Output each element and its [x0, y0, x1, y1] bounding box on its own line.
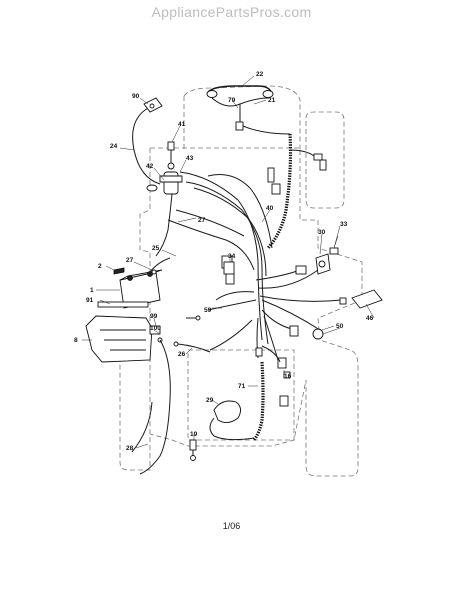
ignition-switch: [315, 235, 339, 275]
left-front-outline: [139, 148, 151, 300]
callout-8: 8: [74, 337, 78, 344]
right-side-plugs: [267, 149, 327, 195]
left-rear-outline: [119, 343, 151, 471]
callout-40: 40: [266, 205, 274, 212]
wire-26: [173, 341, 211, 353]
battery-strap-91: [97, 301, 149, 308]
seat-area-outline: [187, 349, 295, 441]
pto-switch: [223, 261, 235, 275]
battery-assembly: [85, 257, 201, 475]
callout-90: 90: [132, 93, 140, 100]
callout-2: 2: [98, 263, 102, 270]
relay-module-body: [351, 289, 383, 309]
callout-34: 34: [228, 253, 236, 260]
battery-cable-27: [149, 257, 171, 273]
fuse-41: [167, 141, 175, 151]
callout-28: 28: [126, 445, 134, 452]
seat-switch-body: [213, 400, 241, 423]
switch-50: [312, 327, 341, 340]
watermark: AppliancePartsPros.com: [151, 4, 312, 20]
callout-22: 22: [256, 71, 264, 78]
page-number: 1/06: [222, 521, 241, 531]
seat-switch: [209, 400, 255, 441]
headlight-connector: [235, 121, 244, 131]
callout-79: 79: [228, 97, 236, 104]
relay-module: [339, 289, 383, 319]
callout-26: 26: [178, 351, 186, 358]
callout-1: 1: [90, 287, 94, 294]
callout-25: 25: [152, 245, 160, 252]
frame-outline: [149, 147, 363, 477]
tractor-hood-outline: [183, 85, 301, 150]
right-front-wheel-outline: [305, 111, 345, 209]
harness-coil-71: [252, 361, 265, 441]
callout-21: 21: [268, 97, 276, 104]
battery-tray: [85, 315, 153, 363]
callout-27-upper: 27: [198, 217, 206, 224]
callouts: 22 79 21 90 41 24 42 43 40 27 25 33 30 2…: [74, 71, 374, 452]
leader-lines: [82, 75, 341, 449]
callout-91: 91: [86, 297, 94, 304]
harness-coil-40: [266, 133, 293, 250]
cable-24: [132, 107, 161, 185]
ground-cable-28: [131, 339, 171, 475]
callout-19: 19: [190, 431, 198, 438]
fuse-19: [189, 439, 197, 461]
callout-42: 42: [146, 163, 154, 170]
callout-46: 46: [366, 315, 374, 322]
callout-16: 16: [284, 373, 292, 380]
starter-solenoid: [132, 107, 183, 257]
cable-ring: [146, 184, 158, 192]
bracket-90: [143, 97, 163, 113]
callout-50: 50: [336, 323, 344, 330]
tractor-front-left-outline: [183, 96, 186, 151]
headlight-harness: [206, 85, 274, 131]
callout-43: 43: [186, 155, 194, 162]
callout-29: 29: [206, 397, 214, 404]
callout-24: 24: [110, 143, 118, 150]
callout-59: 59: [204, 307, 212, 314]
harness-connector-a: [295, 265, 307, 275]
callout-41: 41: [178, 121, 186, 128]
callout-33: 33: [340, 221, 348, 228]
headlight-left: [206, 90, 218, 98]
headlight-bar: [207, 85, 273, 95]
callout-100: 100: [150, 325, 161, 332]
ignition-key: [329, 247, 339, 255]
solenoid-body: [163, 171, 179, 195]
rear-plugs: [261, 345, 291, 407]
callout-99: 99: [150, 313, 158, 320]
callout-27-lower: 27: [126, 257, 134, 264]
callout-30: 30: [318, 229, 326, 236]
screw-2: [113, 267, 125, 275]
callout-71: 71: [238, 383, 246, 390]
